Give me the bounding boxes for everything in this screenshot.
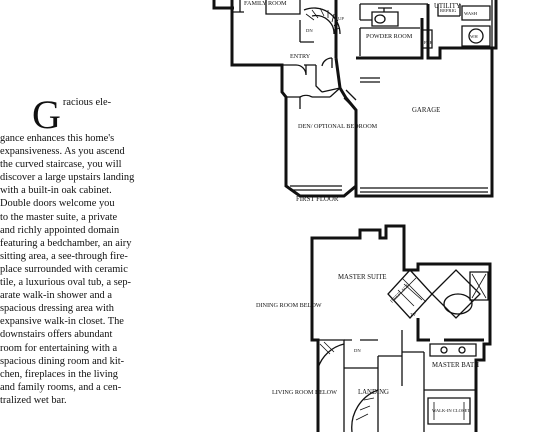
second-floor-plan <box>310 224 492 432</box>
first-floor-caption: FIRST FLOOR <box>296 196 339 203</box>
description-line: and richly appointed domain <box>0 224 120 236</box>
refrig-label: REFRIG <box>440 8 457 13</box>
description-line: racious ele- <box>62 97 112 108</box>
powder-label-word: POWDER ROOM <box>366 33 413 40</box>
description-line: to the master suite, a private <box>0 211 118 223</box>
utility-label: UTILITY <box>434 3 461 10</box>
dining-room-below-label: DINING ROOM BELOW <box>256 302 322 309</box>
master-suite-label: MASTER SUITE <box>338 274 387 281</box>
first-floor-plan <box>212 0 498 198</box>
description-line: tralized wet bar. <box>0 394 67 406</box>
description-line: spacious dining room and kit- <box>0 355 125 367</box>
master-bath-label: MASTER BATH <box>432 362 479 369</box>
living-room-below-label: LIVING ROOM BELOW <box>272 389 337 396</box>
tv-label: TV <box>410 312 417 317</box>
description-line: with a built-in oak cabinet. <box>0 185 112 197</box>
description-line: gance enhances this home's <box>0 133 115 144</box>
landing-label: LANDING <box>358 389 389 396</box>
fireplace-label: FIREPLACE <box>389 283 410 304</box>
description-line: room for entertaining with a <box>0 342 118 354</box>
description-line: Double doors welcome you <box>0 198 115 210</box>
description-line: featuring a bedchamber, an airy <box>0 237 132 249</box>
description-line: expansiveness. As you ascend <box>0 146 125 158</box>
description-line: and family rooms, and a cen- <box>0 381 122 393</box>
description-line: expansive walk-in closet. The <box>0 316 124 328</box>
family-room-label: FAMILY ROOM <box>244 0 287 7</box>
powder-room-label: POWDER ROOM <box>366 33 413 40</box>
description-line: the curved staircase, you will <box>0 159 122 171</box>
water-heater-label: WH <box>470 34 478 39</box>
drop-cap: G <box>32 92 61 137</box>
description-line: chen, fireplaces in the living <box>0 368 119 380</box>
description-line: tile, a luxurious oval tub, a sep- <box>0 277 132 289</box>
entry-label: ENTRY <box>290 53 311 60</box>
garage-label: GARAGE <box>412 107 440 114</box>
description-text: G racious ele- gance enhances this home'… <box>0 92 215 407</box>
stair-dn-label: DN <box>306 28 313 33</box>
stair-up-label: UP <box>338 16 344 21</box>
description-line: place surrounded with ceramic <box>0 263 128 275</box>
description-line: sitting area, a see-through fire- <box>0 250 128 262</box>
description-line: arate walk-in shower and a <box>0 290 112 302</box>
description-line: downstairs offers abundant <box>0 329 113 341</box>
den-label: DEN/ OPTIONAL BEDROOM <box>298 123 378 130</box>
far-label: FAR <box>424 40 434 45</box>
walk-in-closet-label: WALK-IN CLOSET <box>432 408 470 413</box>
description-line: spacious dressing area with <box>0 303 114 315</box>
washer-label: WASH <box>464 11 478 16</box>
description-line: discover a large upstairs landing <box>0 172 135 184</box>
landing-dn-label: DN <box>354 348 361 353</box>
